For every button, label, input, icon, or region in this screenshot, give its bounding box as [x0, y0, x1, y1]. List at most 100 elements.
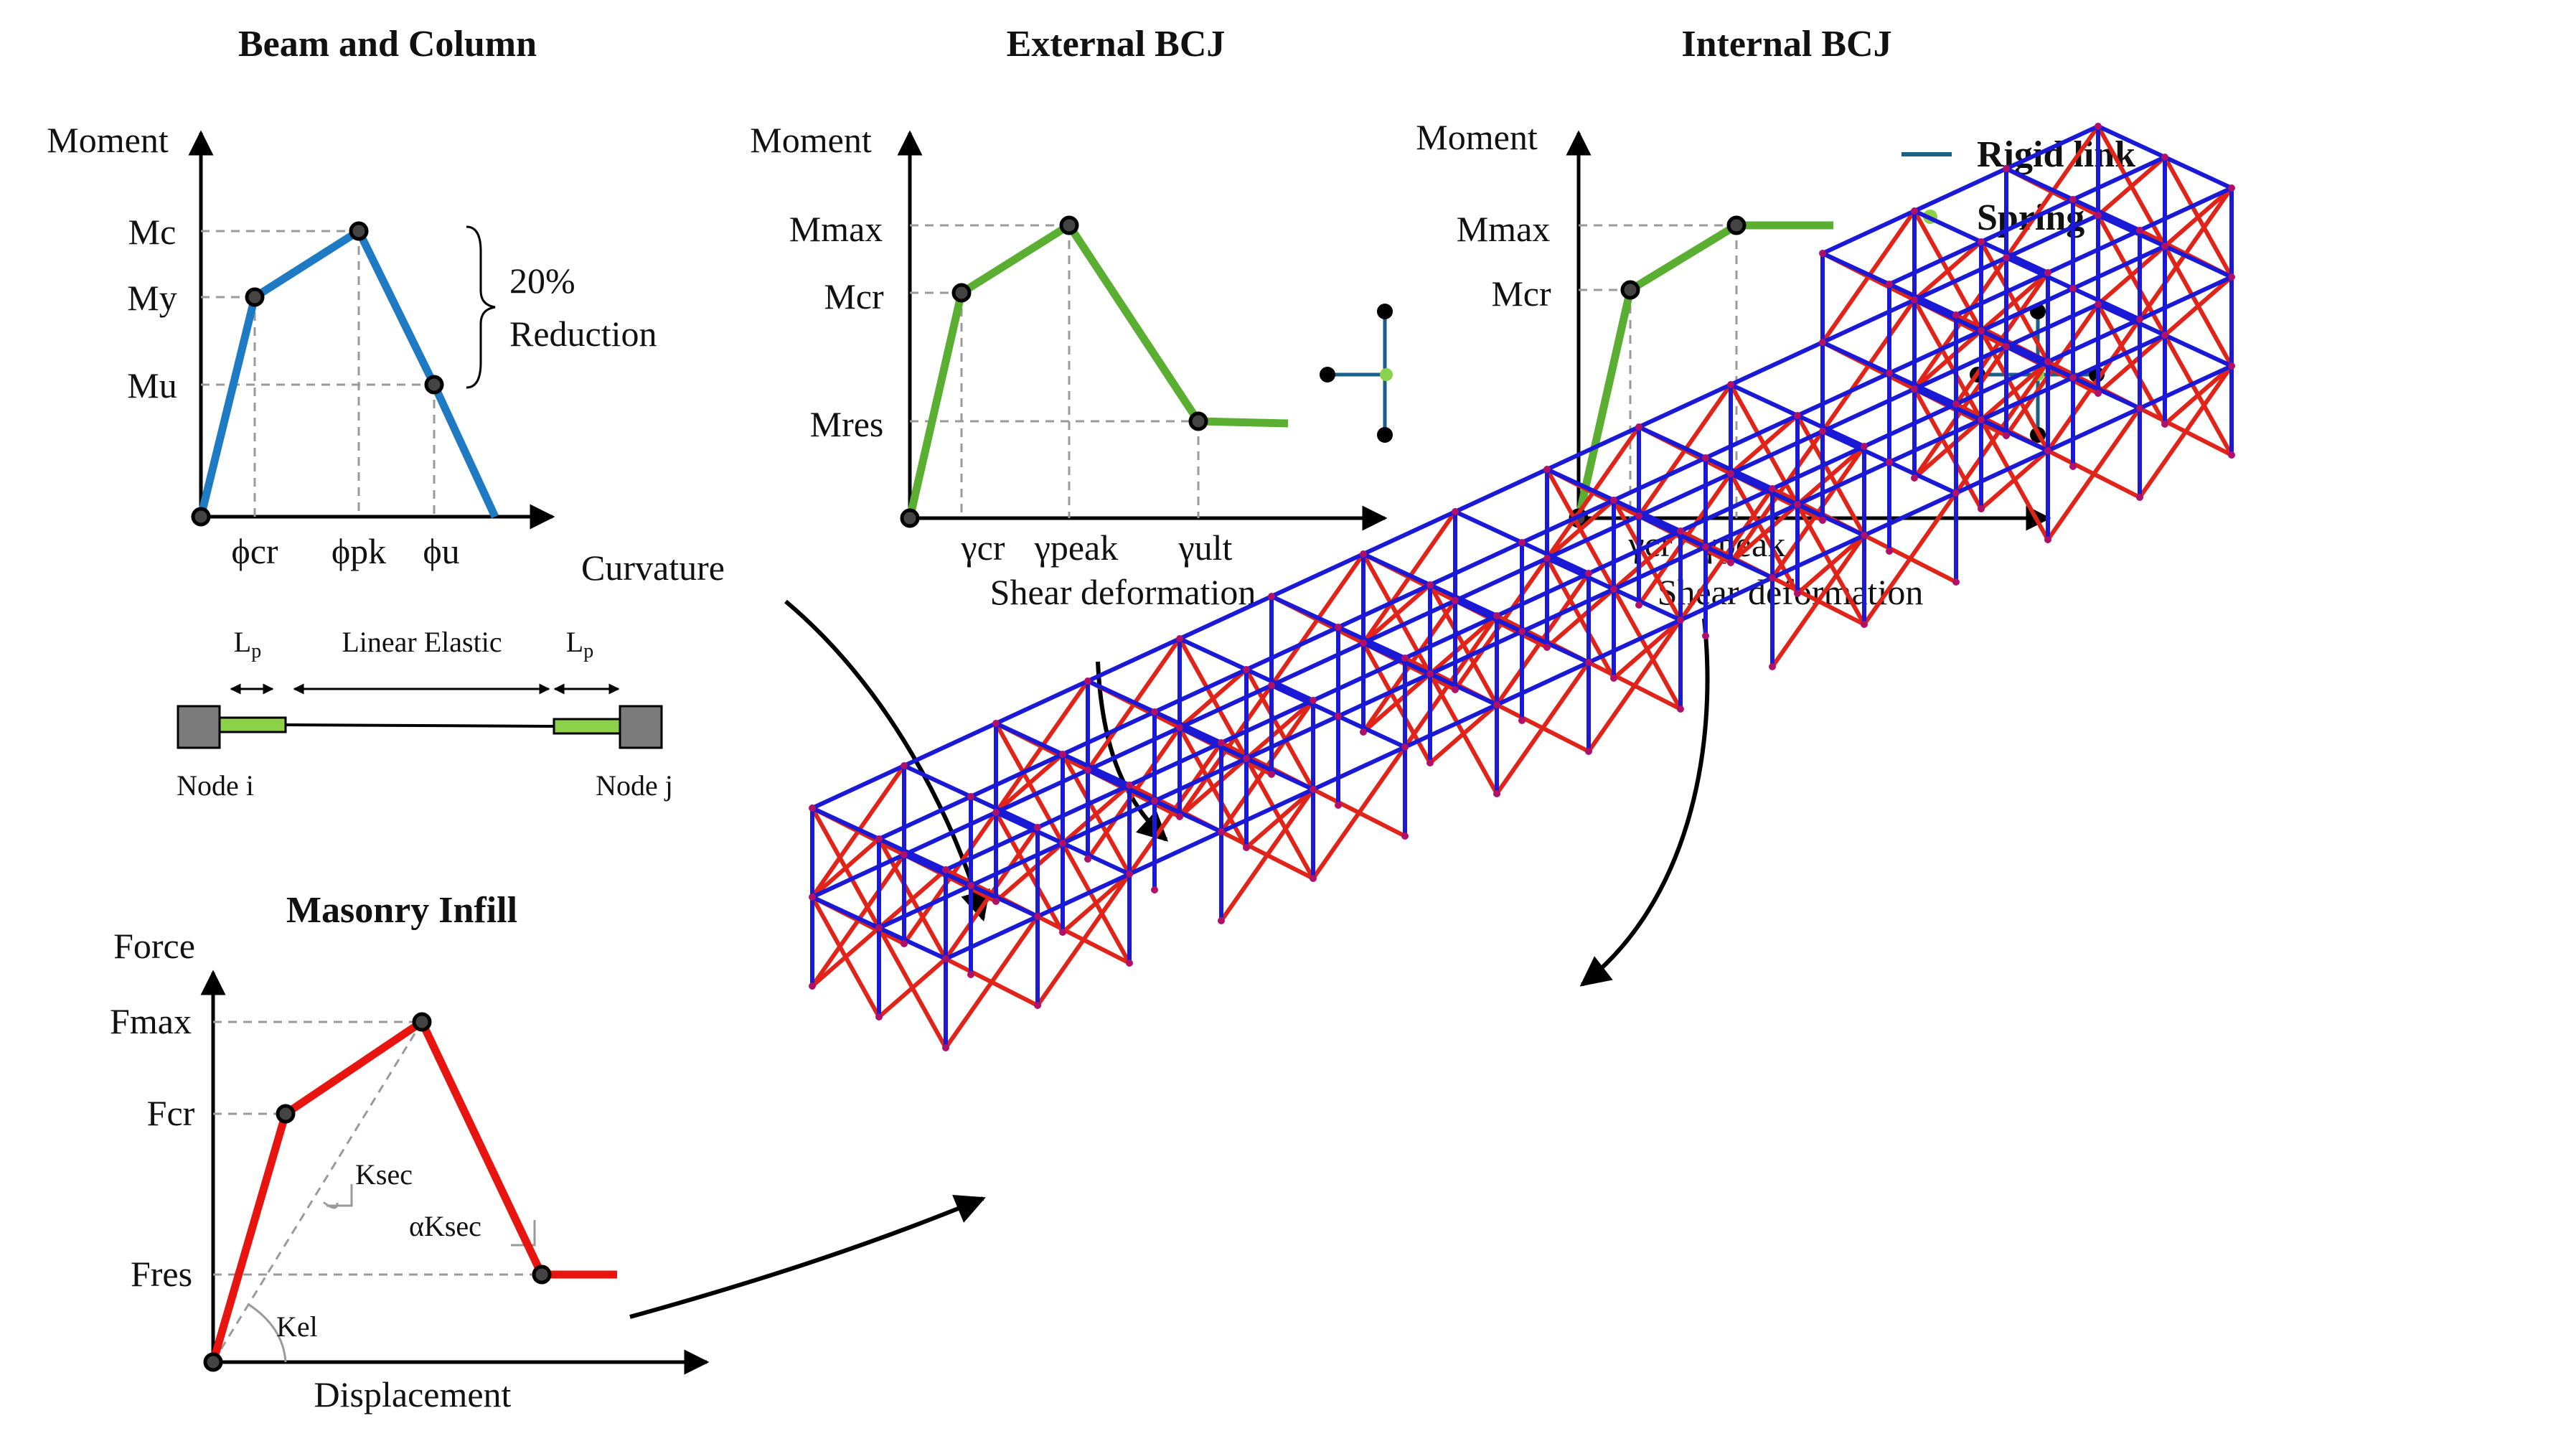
frame-beam-y [1061, 841, 1132, 876]
frame-joint [1978, 327, 1985, 334]
frame-beam-y [1703, 545, 1774, 580]
frame-joint [1702, 632, 1709, 639]
frame-joint [2095, 301, 2102, 308]
frame-joint [967, 971, 974, 978]
frame-joint [2003, 165, 2010, 172]
infill-strut [1428, 614, 1499, 676]
frame-beam-x [1403, 703, 1499, 749]
frame-beam-y [1269, 594, 1340, 629]
frame-joint [942, 955, 949, 962]
frame-beam-y [994, 721, 1065, 756]
frame-beam-x [969, 752, 1065, 799]
frame-joint [1310, 786, 1317, 793]
frame-beam-x [1637, 383, 1733, 429]
frame-beam-x [1887, 329, 1983, 375]
kel-arc [248, 1303, 287, 1363]
masonry-y-label: Force [113, 926, 195, 966]
frame-beam-y [2096, 124, 2167, 159]
frame-joint [942, 1044, 949, 1051]
frame-joint [1034, 913, 1041, 920]
frame-beam-y [1612, 587, 1683, 622]
frame-beam-y [1520, 540, 1591, 576]
infill-strut [1912, 329, 1983, 391]
masonry-backbone-curve [209, 1018, 617, 1364]
frame-beam-x [1770, 533, 1866, 580]
frame-beam-y [810, 806, 881, 841]
frame-joint [1769, 663, 1776, 670]
frame-joint [967, 882, 974, 889]
phiu-tick: ϕu [423, 531, 459, 571]
frame-joint [1727, 381, 1734, 388]
frame-beam-x [1520, 587, 1616, 634]
infill-strut [1770, 576, 1866, 627]
frame-joint [2228, 184, 2235, 192]
frame-beam-y [1269, 683, 1340, 718]
arrow-external-to-frame [1096, 661, 1169, 842]
frame-joint [1401, 654, 1409, 662]
frame-joint [1218, 828, 1225, 835]
frame-beam-x [1219, 787, 1315, 834]
frame-beam-y [2071, 375, 2142, 410]
frame-beam-x [1979, 286, 2075, 333]
infill-strut [1495, 703, 1591, 754]
external-joint-icon [1320, 304, 1393, 443]
frame-beam-y [1820, 251, 1891, 286]
frame-joint [2136, 316, 2143, 323]
frame-beam-y [1637, 425, 1708, 460]
frame-joint [1702, 543, 1709, 550]
infill-strut [2096, 244, 2167, 306]
frame-joint [1426, 759, 1434, 766]
frame-beam-x [1979, 197, 2075, 244]
ksec-label: Ksec [355, 1158, 413, 1191]
mcr-tick-ext: Mcr [824, 276, 884, 316]
frame-beam-x [2071, 155, 2167, 202]
node-i-block [177, 705, 221, 749]
frame-joint [2136, 405, 2143, 412]
frame-3d-model [809, 123, 2235, 1051]
frame-beam-x [2071, 333, 2167, 380]
frame-joint [1543, 466, 1551, 473]
frame-beam-y [1820, 429, 1891, 464]
frame-joint [1176, 813, 1183, 820]
frame-beam-y [2071, 197, 2142, 233]
frame-beam-x [994, 768, 1090, 815]
frame-joint [1335, 802, 1342, 809]
frame-joint [1518, 539, 1526, 546]
frame-joint [2228, 451, 2235, 459]
beam-column-backbone-curve [197, 227, 499, 519]
frame-beam-x [1587, 618, 1683, 665]
infill-strut [810, 837, 881, 899]
frame-beam-x [1244, 714, 1340, 761]
frame-beam-x [2004, 124, 2100, 171]
frame-beam-x [877, 883, 973, 930]
frame-beam-y [1887, 282, 1958, 317]
frame-joint [1126, 960, 1133, 967]
frame-joint [1702, 454, 1709, 461]
frame-beam-x [1403, 614, 1499, 660]
frame-beam-x [1269, 641, 1365, 688]
frame-beam-y [1912, 387, 1983, 422]
frame-joint [1585, 659, 1592, 666]
frame-joint [1543, 644, 1551, 651]
frame-beam-y [969, 883, 1040, 919]
frame-joint [1952, 578, 1960, 586]
my-tick: My [127, 278, 177, 318]
frame-joint [1360, 639, 1367, 647]
frame-joint [992, 720, 1000, 727]
frame-beam-x [1795, 460, 1891, 507]
frame-beam-x [1495, 660, 1591, 707]
frame-beam-y [1887, 371, 1958, 406]
reduction-percent: 20% [509, 261, 575, 301]
infill-strut [1862, 533, 1958, 584]
infill-strut [2096, 155, 2167, 217]
infill-strut [1177, 756, 1249, 819]
frame-joint [1151, 886, 1158, 893]
frame-beam-x [1545, 425, 1641, 471]
infill-strut [877, 868, 948, 930]
infill-strut [1035, 914, 1132, 965]
frame-joint [1861, 443, 1868, 450]
aksec-label: αKsec [409, 1210, 481, 1242]
masonry-x-label: Displacement [314, 1374, 512, 1414]
frame-joint [1084, 677, 1091, 685]
infill-strut [1177, 667, 1249, 730]
